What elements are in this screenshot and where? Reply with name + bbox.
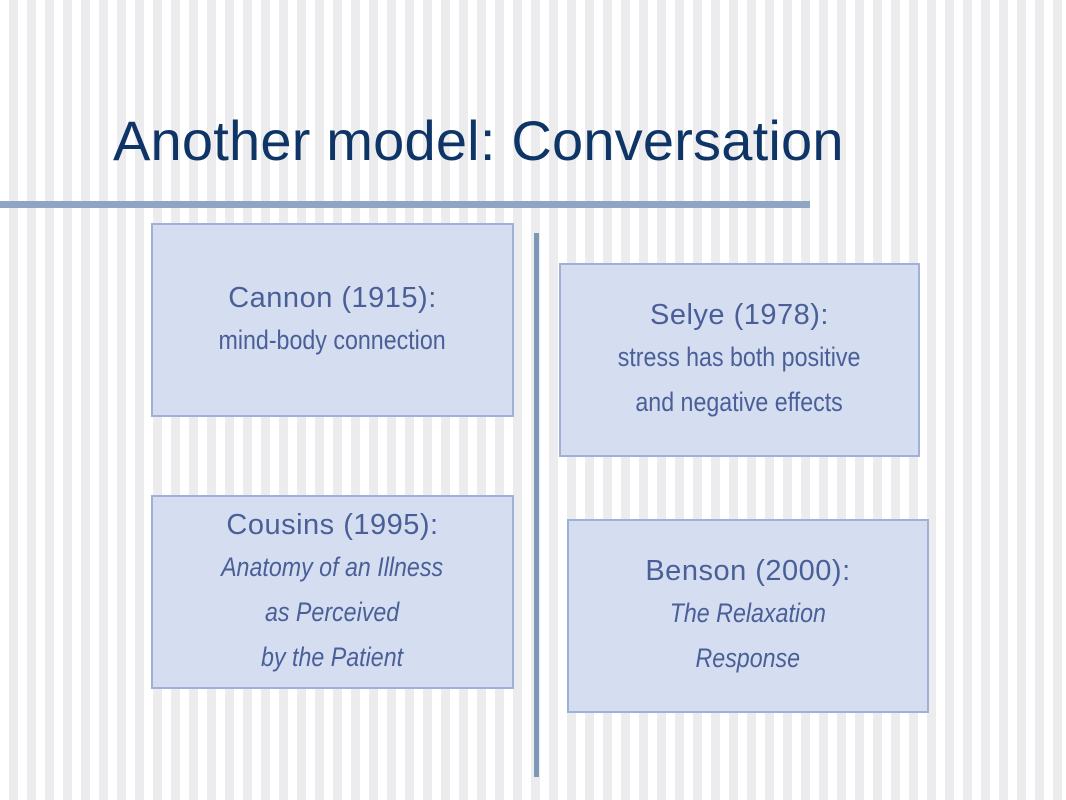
cannon-heading: Cannon (1915): [228,281,437,314]
benson-line: The Relaxation [669,598,827,628]
cousins-box: Cousins (1995): Anatomy of an Illness as… [151,495,514,689]
cousins-book-title: Anatomy of an Illness as Perceived by th… [221,545,443,680]
vertical-divider [534,233,539,777]
cousins-line: by the Patient [261,641,404,672]
cannon-line: mind-body connection [218,324,447,355]
cousins-line: Anatomy of an Illness [221,551,444,582]
selye-line: and negative effects [635,387,844,417]
selye-box: Selye (1978): stress has both positive a… [559,263,920,457]
cannon-description: mind-body connection [219,318,446,363]
cousins-heading: Cousins (1995): [226,508,439,541]
selye-line: stress has both positive [618,342,861,372]
slide-title: Another model: Conversation [113,109,844,172]
benson-line: Response [695,643,801,673]
selye-description: stress has both positive and negative ef… [618,335,861,425]
benson-heading: Benson (2000): [645,555,851,587]
title-underline [0,201,810,208]
cousins-line: as Perceived [265,596,400,627]
selye-heading: Selye (1978): [650,299,829,331]
cannon-box: Cannon (1915): mind-body connection [151,223,514,417]
benson-box: Benson (2000): The Relaxation Response [567,519,929,713]
benson-book-title: The Relaxation Response [670,591,826,681]
